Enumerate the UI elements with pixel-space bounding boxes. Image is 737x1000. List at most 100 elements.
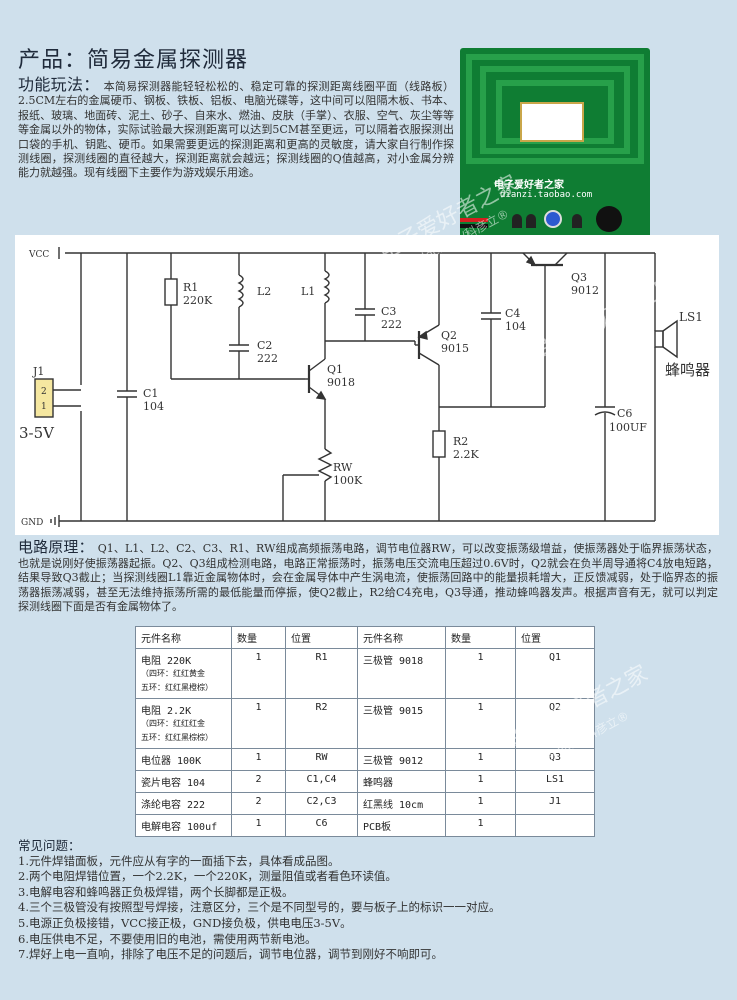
bom-cell: R1: [285, 648, 358, 699]
intro-paragraph: 功能玩法：本简易探测器能轻轻松松的、稳定可靠的探测距离线圈平面（线路板）2.5C…: [18, 75, 454, 181]
part-name: 电阻 220K: [141, 656, 192, 667]
bom-table: 元件名称 数量 位置 元件名称 数量 位置 电阻 220K （四环：红红黄金五环：…: [135, 626, 595, 837]
principle-paragraph: 电路原理：Q1、L1、L2、C2、C3、R1、RW组成高频振荡电路，调节电位器R…: [18, 540, 718, 615]
q2-value: 9015: [441, 342, 469, 355]
bom-cell: J1: [515, 792, 595, 815]
r1-resistor: [164, 278, 178, 306]
color-code: （四环：红红红金: [141, 719, 205, 728]
product-photo: 电子爱好者之家 dianzi.taobao.com: [460, 48, 650, 238]
l1-inductor: [323, 270, 330, 304]
bom-cell: 1: [445, 748, 516, 771]
table-row: 电位器 100K 1 RW 三极管 9012 1 Q3: [135, 748, 595, 771]
faq-item: 3.电解电容和蜂鸣器正负极焊错，两个长脚都是正极。: [18, 884, 294, 899]
bom-cell: 1: [231, 814, 286, 837]
bom-cell: Q3: [515, 748, 595, 771]
bom-cell: 1: [445, 770, 516, 793]
c6-value: 100UF: [609, 421, 647, 434]
bom-cell: Q2: [515, 698, 595, 749]
rw-value: 100K: [333, 474, 363, 487]
c3-value: 222: [381, 318, 402, 331]
faq-heading: 常见问题：: [18, 838, 81, 853]
c2-value: 222: [257, 352, 278, 365]
c1-value: 104: [143, 400, 164, 413]
col-header: 位置: [515, 626, 595, 649]
principle-text: Q1、L1、L2、C2、C3、R1、RW组成高频振荡电路，调节电位器RW，可以改…: [18, 542, 718, 613]
vcc-label: VCC: [28, 250, 49, 260]
intro-text: 本简易探测器能轻轻松松的、稳定可靠的探测距离线圈平面（线路板）2.5CM左右的金…: [18, 80, 454, 180]
bom-cell: 电阻 2.2K （四环：红红红金五环：红红黑棕棕）: [135, 698, 232, 749]
r2-resistor: [432, 430, 446, 458]
bom-cell: PCB板: [357, 814, 446, 837]
intro-label: 功能玩法：: [18, 75, 100, 94]
pcb-brand-text: 电子爱好者之家: [494, 180, 564, 191]
r1-value: 220K: [183, 294, 213, 307]
j1-connector: [34, 378, 54, 418]
faq-item: 6.电压供电不足，不要使用旧的电池，需使用两节新电池。: [18, 931, 317, 946]
faq-item: 1.元件焊错面板，元件应从有字的一面插下去，具体看成品图。: [18, 853, 340, 868]
table-row: 涤纶电容 222 2 C2,C3 红黑线 10cm 1 J1: [135, 792, 595, 815]
bom-cell: 1: [231, 748, 286, 771]
transistor-icon: [512, 214, 522, 228]
bom-cell: 电解电容 100uf: [135, 814, 232, 837]
speaker-cone-icon: [662, 319, 678, 359]
q1-value: 9018: [327, 376, 355, 389]
supply-voltage-label: 3-5V: [19, 424, 55, 442]
c1-label: C1: [143, 387, 158, 400]
faq-item: 5.电源正负极接错，VCC接正极，GND接负极，供电电压3-5V。: [18, 915, 352, 930]
bom-cell: 三极管 9018: [357, 648, 446, 699]
c4-label: C4: [505, 307, 520, 320]
table-header-row: 元件名称 数量 位置 元件名称 数量 位置: [135, 626, 595, 649]
col-header: 元件名称: [357, 626, 446, 649]
bom-cell: 1: [231, 648, 286, 699]
table-row: 电解电容 100uf 1 C6 PCB板 1: [135, 814, 595, 837]
q2-label: Q2: [441, 329, 457, 342]
circuit-schematic: VCC GND J1 2 1 3-5V C1 104 R1 220K L2: [15, 235, 719, 535]
bom-cell: 涤纶电容 222: [135, 792, 232, 815]
bom-cell: RW: [285, 748, 358, 771]
black-wire-icon: [460, 224, 488, 228]
color-code: （四环：红红黄金: [141, 669, 205, 678]
c2-label: C2: [257, 339, 272, 352]
rw-label: RW: [333, 461, 353, 474]
buzzer-icon: [596, 206, 622, 232]
potentiometer-icon: [544, 210, 562, 228]
bom-cell: 电位器 100K: [135, 748, 232, 771]
bom-cell: R2: [285, 698, 358, 749]
j1-label: J1: [32, 365, 44, 378]
faq-section: 常见问题： 1.元件焊错面板，元件应从有字的一面插下去，具体看成品图。 2.两个…: [18, 838, 718, 963]
bom-cell: [515, 814, 595, 837]
bom-cell: 1: [445, 814, 516, 837]
col-header: 元件名称: [135, 626, 232, 649]
bom-cell: 电阻 220K（四环：红红黄金五环：红红黑橙棕）: [135, 648, 232, 699]
red-wire-icon: [460, 218, 488, 222]
q1-label: Q1: [327, 363, 343, 376]
r2-label: R2: [453, 435, 468, 448]
j1-pin1: 1: [41, 402, 47, 412]
transistor-icon: [526, 214, 536, 228]
faq-item: 4.三个三极管没有按照型号焊接，注意区分，三个是不同型号的，要与板子上的标识一一…: [18, 900, 501, 915]
l2-label: L2: [257, 285, 271, 298]
bom-cell: C6: [285, 814, 358, 837]
bom-cell: Q1: [515, 648, 595, 699]
bom-cell: 三极管 9012: [357, 748, 446, 771]
col-header: 数量: [445, 626, 516, 649]
schematic-svg: VCC GND J1 2 1 3-5V C1 104 R1 220K L2: [19, 247, 710, 528]
bom-cell: 2: [231, 792, 286, 815]
part-name: 电阻 2.2K: [141, 706, 192, 717]
bom-cell: 蜂鸣器: [357, 770, 446, 793]
c6-label: C6: [617, 407, 632, 420]
q3-value: 9012: [571, 284, 599, 297]
table-row: 电阻 220K（四环：红红黄金五环：红红黑橙棕） 1 R1 三极管 9018 1…: [135, 648, 595, 699]
j1-pin2: 2: [41, 387, 47, 397]
q3-emitter-arrow: [525, 255, 537, 267]
r2-value: 2.2K: [453, 448, 479, 461]
principle-label: 电路原理：: [18, 538, 94, 556]
q1-collector: [308, 358, 326, 372]
c6-plate-bottom: [594, 411, 616, 416]
buzzer-label: 蜂鸣器: [665, 361, 710, 379]
gnd-label: GND: [21, 518, 43, 528]
color-code: 五环：红红黑棕棕）: [141, 733, 213, 742]
l1-label: L1: [301, 285, 315, 298]
q1-emitter-arrow: [315, 390, 327, 400]
bom-cell: LS1: [515, 770, 595, 793]
